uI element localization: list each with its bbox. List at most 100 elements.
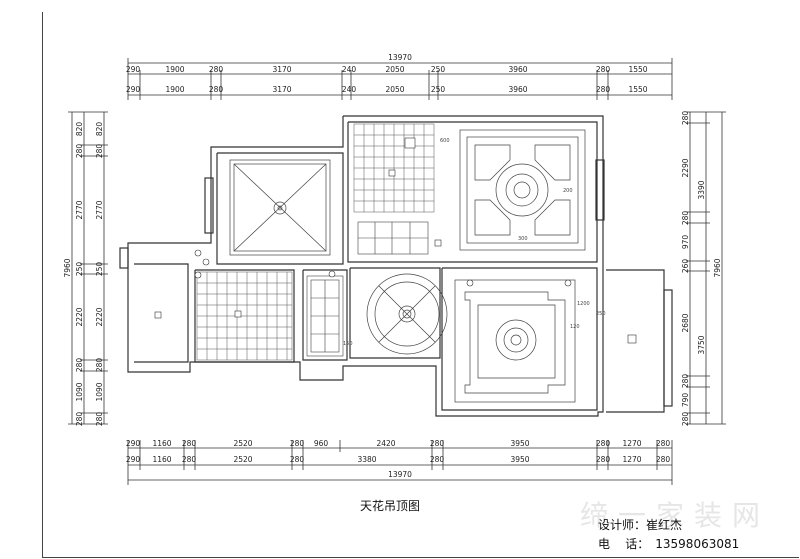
room-annotations: 600 300 200 120 1200 250 150 (343, 138, 606, 347)
top-dim-0: 290 (126, 65, 141, 74)
watermark: 缔一家装网 (580, 499, 771, 532)
top2-dim-3: 3170 (272, 85, 291, 94)
right-dim-3: 970 (681, 235, 690, 250)
right-dim-5: 2680 (681, 313, 690, 332)
left2-dim-2: 2770 (95, 200, 104, 219)
drawing-frame (42, 12, 799, 558)
right-dim-2: 280 (681, 211, 690, 226)
top2-dim-5: 2050 (385, 85, 404, 94)
tile-grid-foyer (353, 123, 435, 213)
left2-dim-5: 280 (95, 358, 104, 373)
top-dim-5: 2050 (385, 65, 404, 74)
bottom-dim-5: 960 (314, 439, 329, 448)
top-dimensions: 13970 290 1900 280 3170 240 2050 250 396… (126, 53, 648, 94)
top-dim-2: 280 (209, 65, 224, 74)
top-dim-6: 250 (431, 65, 446, 74)
right-dimensions: 280 2290 280 970 260 2680 280 790 280 33… (681, 111, 722, 427)
label-120: 120 (570, 324, 580, 330)
label-250: 250 (596, 311, 606, 317)
label-200: 200 (563, 188, 573, 194)
left-dim-2: 2770 (75, 200, 84, 219)
left-total-label: 7960 (63, 258, 72, 277)
bottom2-dim-3: 2520 (233, 455, 252, 464)
bottom-dim-7: 280 (430, 439, 445, 448)
designer-name: 崔红杰 (646, 518, 683, 532)
bottom2-dim-6: 280 (430, 455, 445, 464)
designer-line: 设计师：崔红杰 (598, 516, 682, 533)
bottom2-dim-10: 280 (656, 455, 671, 464)
left2-dim-0: 820 (95, 122, 104, 137)
phone-label: 电 话： (598, 537, 650, 551)
bottom2-dim-4: 280 (290, 455, 305, 464)
label-150: 150 (343, 341, 353, 347)
bottom2-dim-5: 3380 (357, 455, 376, 464)
top2-dim-7: 3960 (508, 85, 527, 94)
top-dim-1: 1900 (165, 65, 184, 74)
top-dim-9: 1550 (628, 65, 647, 74)
left-dim-7: 280 (75, 412, 84, 427)
top-total-label: 13970 (388, 53, 412, 62)
tile-grid-kitchen (196, 271, 293, 361)
left2-dim-3: 250 (95, 262, 104, 277)
left-dim-5: 280 (75, 358, 84, 373)
right-dim-7: 790 (681, 393, 690, 408)
right-dim-1: 2290 (681, 158, 690, 177)
drawing-title: 天花吊顶图 (360, 499, 421, 513)
left-dim-6: 1090 (75, 382, 84, 401)
phone-line: 电 话： 13598063081 (598, 535, 739, 552)
left-dim-1: 280 (75, 144, 84, 159)
right-dim-4: 260 (681, 259, 690, 274)
top2-dim-8: 280 (596, 85, 611, 94)
right-dim-6: 280 (681, 374, 690, 389)
label-600: 600 (440, 138, 450, 144)
left2-dim-4: 2220 (95, 307, 104, 326)
bottom-dim-0: 290 (126, 439, 141, 448)
label-1200: 1200 (577, 301, 590, 307)
left2-dim-6: 1090 (95, 382, 104, 401)
bottom-dim-3: 2520 (233, 439, 252, 448)
top2-dim-0: 290 (126, 85, 141, 94)
bottom2-dim-9: 1270 (622, 455, 641, 464)
top2-dim-6: 250 (431, 85, 446, 94)
bottom2-dim-7: 3950 (510, 455, 529, 464)
bottom-dim-6: 2420 (376, 439, 395, 448)
bottom-dim-8: 3950 (510, 439, 529, 448)
bottom-total-label: 13970 (388, 470, 412, 479)
right-dim-8: 280 (681, 412, 690, 427)
bottom2-dim-1: 1160 (152, 455, 171, 464)
left2-dim-7: 280 (95, 412, 104, 427)
bedroom-ceiling (229, 159, 331, 256)
bottom-dim-1: 1160 (152, 439, 171, 448)
right-dim-0: 280 (681, 111, 690, 126)
bottom2-dim-8: 280 (596, 455, 611, 464)
right-total-label: 7960 (713, 258, 722, 277)
bottom-dim-4: 280 (290, 439, 305, 448)
right2-dim-1: 3750 (697, 335, 706, 354)
phone-number: 13598063081 (655, 537, 740, 551)
top-dim-8: 280 (596, 65, 611, 74)
left2-dim-1: 280 (95, 144, 104, 159)
left-dim-3: 250 (75, 262, 84, 277)
top2-dim-1: 1900 (165, 85, 184, 94)
left-dim-0: 820 (75, 122, 84, 137)
bottom-dim-11: 280 (656, 439, 671, 448)
top-dim-4: 240 (342, 65, 357, 74)
left-dimensions: 7960 820 280 2770 250 2220 280 1090 280 … (63, 122, 104, 427)
top2-dim-9: 1550 (628, 85, 647, 94)
light-fixtures (154, 137, 637, 344)
right2-dim-0: 3390 (697, 180, 706, 199)
dining-ceiling (366, 273, 448, 355)
living-room-ceiling (454, 279, 576, 403)
top-dim-7: 3960 (508, 65, 527, 74)
bottom-dimensions: 290 1160 280 2520 280 960 2420 280 3950 … (126, 439, 671, 479)
master-bedroom-ceiling (459, 129, 586, 251)
top2-dim-2: 280 (209, 85, 224, 94)
bottom-dim-2: 280 (182, 439, 197, 448)
cabinet-panel (306, 221, 429, 357)
designer-label: 设计师： (598, 518, 647, 532)
left-dim-4: 2220 (75, 307, 84, 326)
bottom2-dim-0: 290 (126, 455, 141, 464)
wall-outline (119, 115, 673, 417)
bottom2-dim-2: 280 (182, 455, 197, 464)
label-300: 300 (518, 236, 528, 242)
